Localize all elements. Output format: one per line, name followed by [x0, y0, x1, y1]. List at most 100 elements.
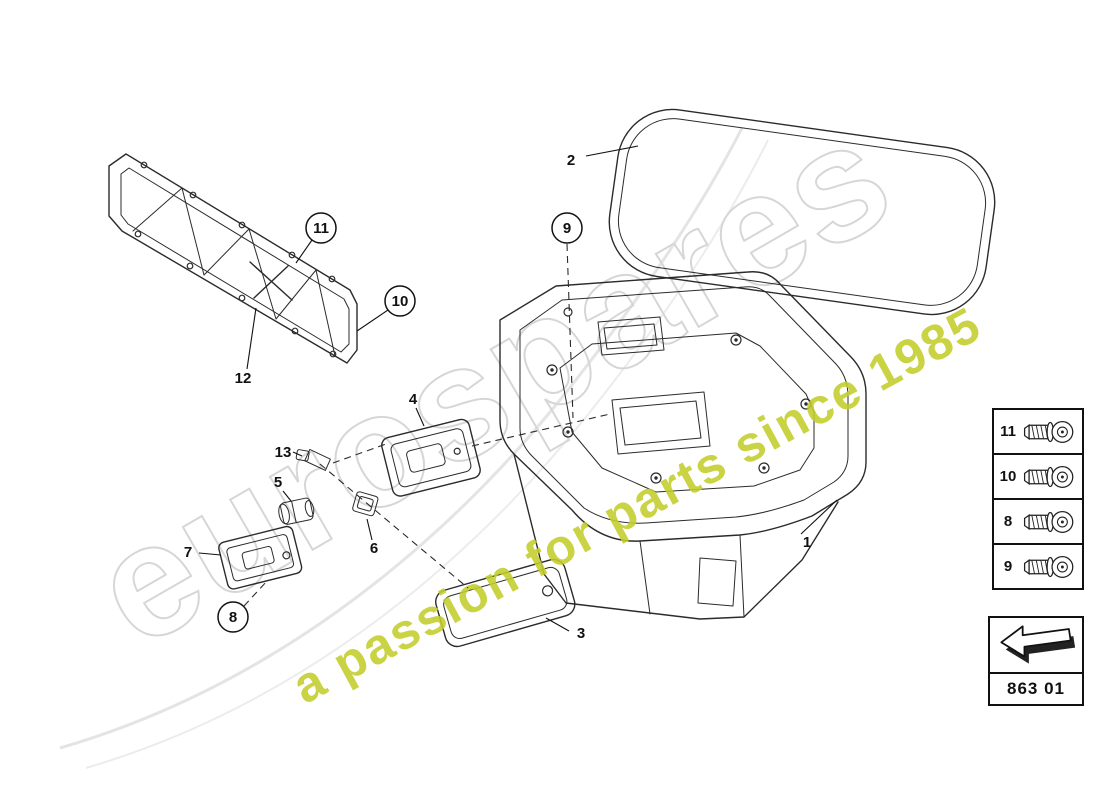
panel-rivets — [134, 161, 337, 358]
part-socket — [278, 497, 315, 525]
handle-inner — [390, 428, 472, 488]
seal-inner-ring — [617, 118, 987, 306]
leader-10 — [356, 309, 389, 332]
callout-3[interactable]: 3 — [577, 625, 585, 642]
fastener-item-10[interactable]: 10 — [992, 453, 1084, 500]
liner-body — [513, 453, 839, 620]
callout-circled-8[interactable]: 8 — [217, 601, 249, 633]
trim-hole — [541, 585, 554, 597]
liner-screw-bosses — [546, 307, 812, 484]
callout-6[interactable]: 6 — [370, 540, 378, 557]
panel-outline — [108, 153, 358, 364]
swoosh-line-2 — [85, 139, 769, 769]
screw-icon — [1019, 504, 1077, 540]
fastener-legend: 11 10 8 9 — [992, 408, 1084, 590]
assembly-lines — [243, 243, 611, 607]
frame-outline — [218, 525, 303, 590]
callout-5[interactable]: 5 — [274, 474, 282, 491]
part-handle-recess — [381, 418, 481, 497]
leader-12 — [246, 307, 257, 370]
socket-body — [280, 497, 314, 525]
fastener-item-11[interactable]: 11 — [992, 408, 1084, 455]
screw-icon — [1019, 459, 1077, 495]
handle-slot — [406, 443, 446, 473]
leader-4 — [415, 407, 425, 427]
part-lamp-frame — [218, 525, 303, 590]
callout-circle — [217, 601, 249, 633]
liner-rim-inner — [519, 286, 849, 524]
clip6-inner — [356, 496, 374, 512]
callout-circled-label: 11 — [313, 220, 329, 237]
liner-notch — [697, 557, 737, 607]
watermark-swoosh — [59, 127, 769, 769]
callout-circled-9[interactable]: 9 — [551, 212, 583, 244]
dashed-clip-chain — [319, 463, 469, 589]
frame-hole — [282, 551, 291, 560]
fastener-number: 8 — [1003, 513, 1013, 530]
screw-icon — [1019, 414, 1077, 450]
socket-seam — [291, 500, 297, 524]
panel-x-emblem — [249, 261, 293, 301]
socket-flange — [278, 503, 290, 525]
part-bracket-panel — [108, 153, 358, 364]
leader-1 — [800, 499, 838, 535]
part-clip-6 — [352, 491, 379, 517]
part-trim-panel — [435, 558, 576, 648]
swoosh-line — [59, 127, 744, 750]
callout-circle — [384, 285, 416, 317]
callout-7[interactable]: 7 — [184, 544, 192, 561]
handle-hole — [453, 447, 461, 455]
fastener-number: 10 — [999, 468, 1017, 485]
direction-arrow-icon — [1000, 625, 1076, 664]
leader-lines — [198, 145, 838, 632]
callout-circled-10[interactable]: 10 — [384, 285, 416, 317]
dashed-8-to-frame — [243, 580, 268, 607]
callouts: 2 12 4 13 5 6 7 3 1 11 10 9 8 — [184, 152, 811, 642]
socket-tip — [304, 500, 315, 517]
fastener-item-9[interactable]: 9 — [992, 543, 1084, 590]
callout-circled-label: 8 — [229, 609, 237, 626]
liner-rim-outer — [499, 271, 867, 542]
panel-truss — [132, 187, 336, 357]
leader-2 — [585, 145, 639, 157]
diagram-code-box[interactable]: 863 01 — [988, 616, 1084, 706]
callout-12[interactable]: 12 — [235, 370, 252, 387]
trim-inner — [443, 566, 568, 640]
frame-inner — [226, 534, 295, 582]
liner-latch-recess — [597, 316, 665, 356]
panel-inner-frame — [120, 167, 350, 353]
fastener-item-8[interactable]: 8 — [992, 498, 1084, 545]
leader-5 — [282, 490, 292, 502]
clip13-body — [304, 448, 331, 471]
callout-1[interactable]: 1 — [803, 534, 811, 551]
callout-circled-label: 9 — [563, 220, 571, 237]
screw-icon — [1019, 549, 1077, 585]
liner-mold-lines — [639, 534, 745, 618]
clip6-body — [352, 491, 379, 517]
callout-2[interactable]: 2 — [567, 152, 575, 169]
callout-circle — [305, 212, 337, 244]
leader-11 — [295, 239, 313, 264]
dashed-13-to-4 — [332, 443, 387, 464]
handle-outline — [381, 418, 481, 497]
leader-13 — [292, 451, 303, 457]
callout-circled-11[interactable]: 11 — [305, 212, 337, 244]
part-luggage-liner — [499, 271, 867, 620]
dashed-9-to-liner — [566, 243, 574, 419]
fastener-number: 11 — [1000, 423, 1016, 440]
direction-arrow-wrap — [990, 618, 1082, 674]
callout-circled-label: 10 — [392, 293, 409, 310]
frame-slot — [241, 545, 275, 570]
callout-4[interactable]: 4 — [409, 391, 418, 408]
liner-floor — [559, 332, 815, 493]
leader-7 — [198, 552, 222, 556]
leader-6 — [366, 518, 373, 541]
callout-circle — [551, 212, 583, 244]
fastener-number: 9 — [1003, 558, 1013, 575]
liner-center-recess — [611, 391, 711, 455]
trim-outline — [435, 558, 576, 648]
callout-13[interactable]: 13 — [275, 444, 292, 461]
diagram-code: 863 01 — [1007, 679, 1065, 698]
